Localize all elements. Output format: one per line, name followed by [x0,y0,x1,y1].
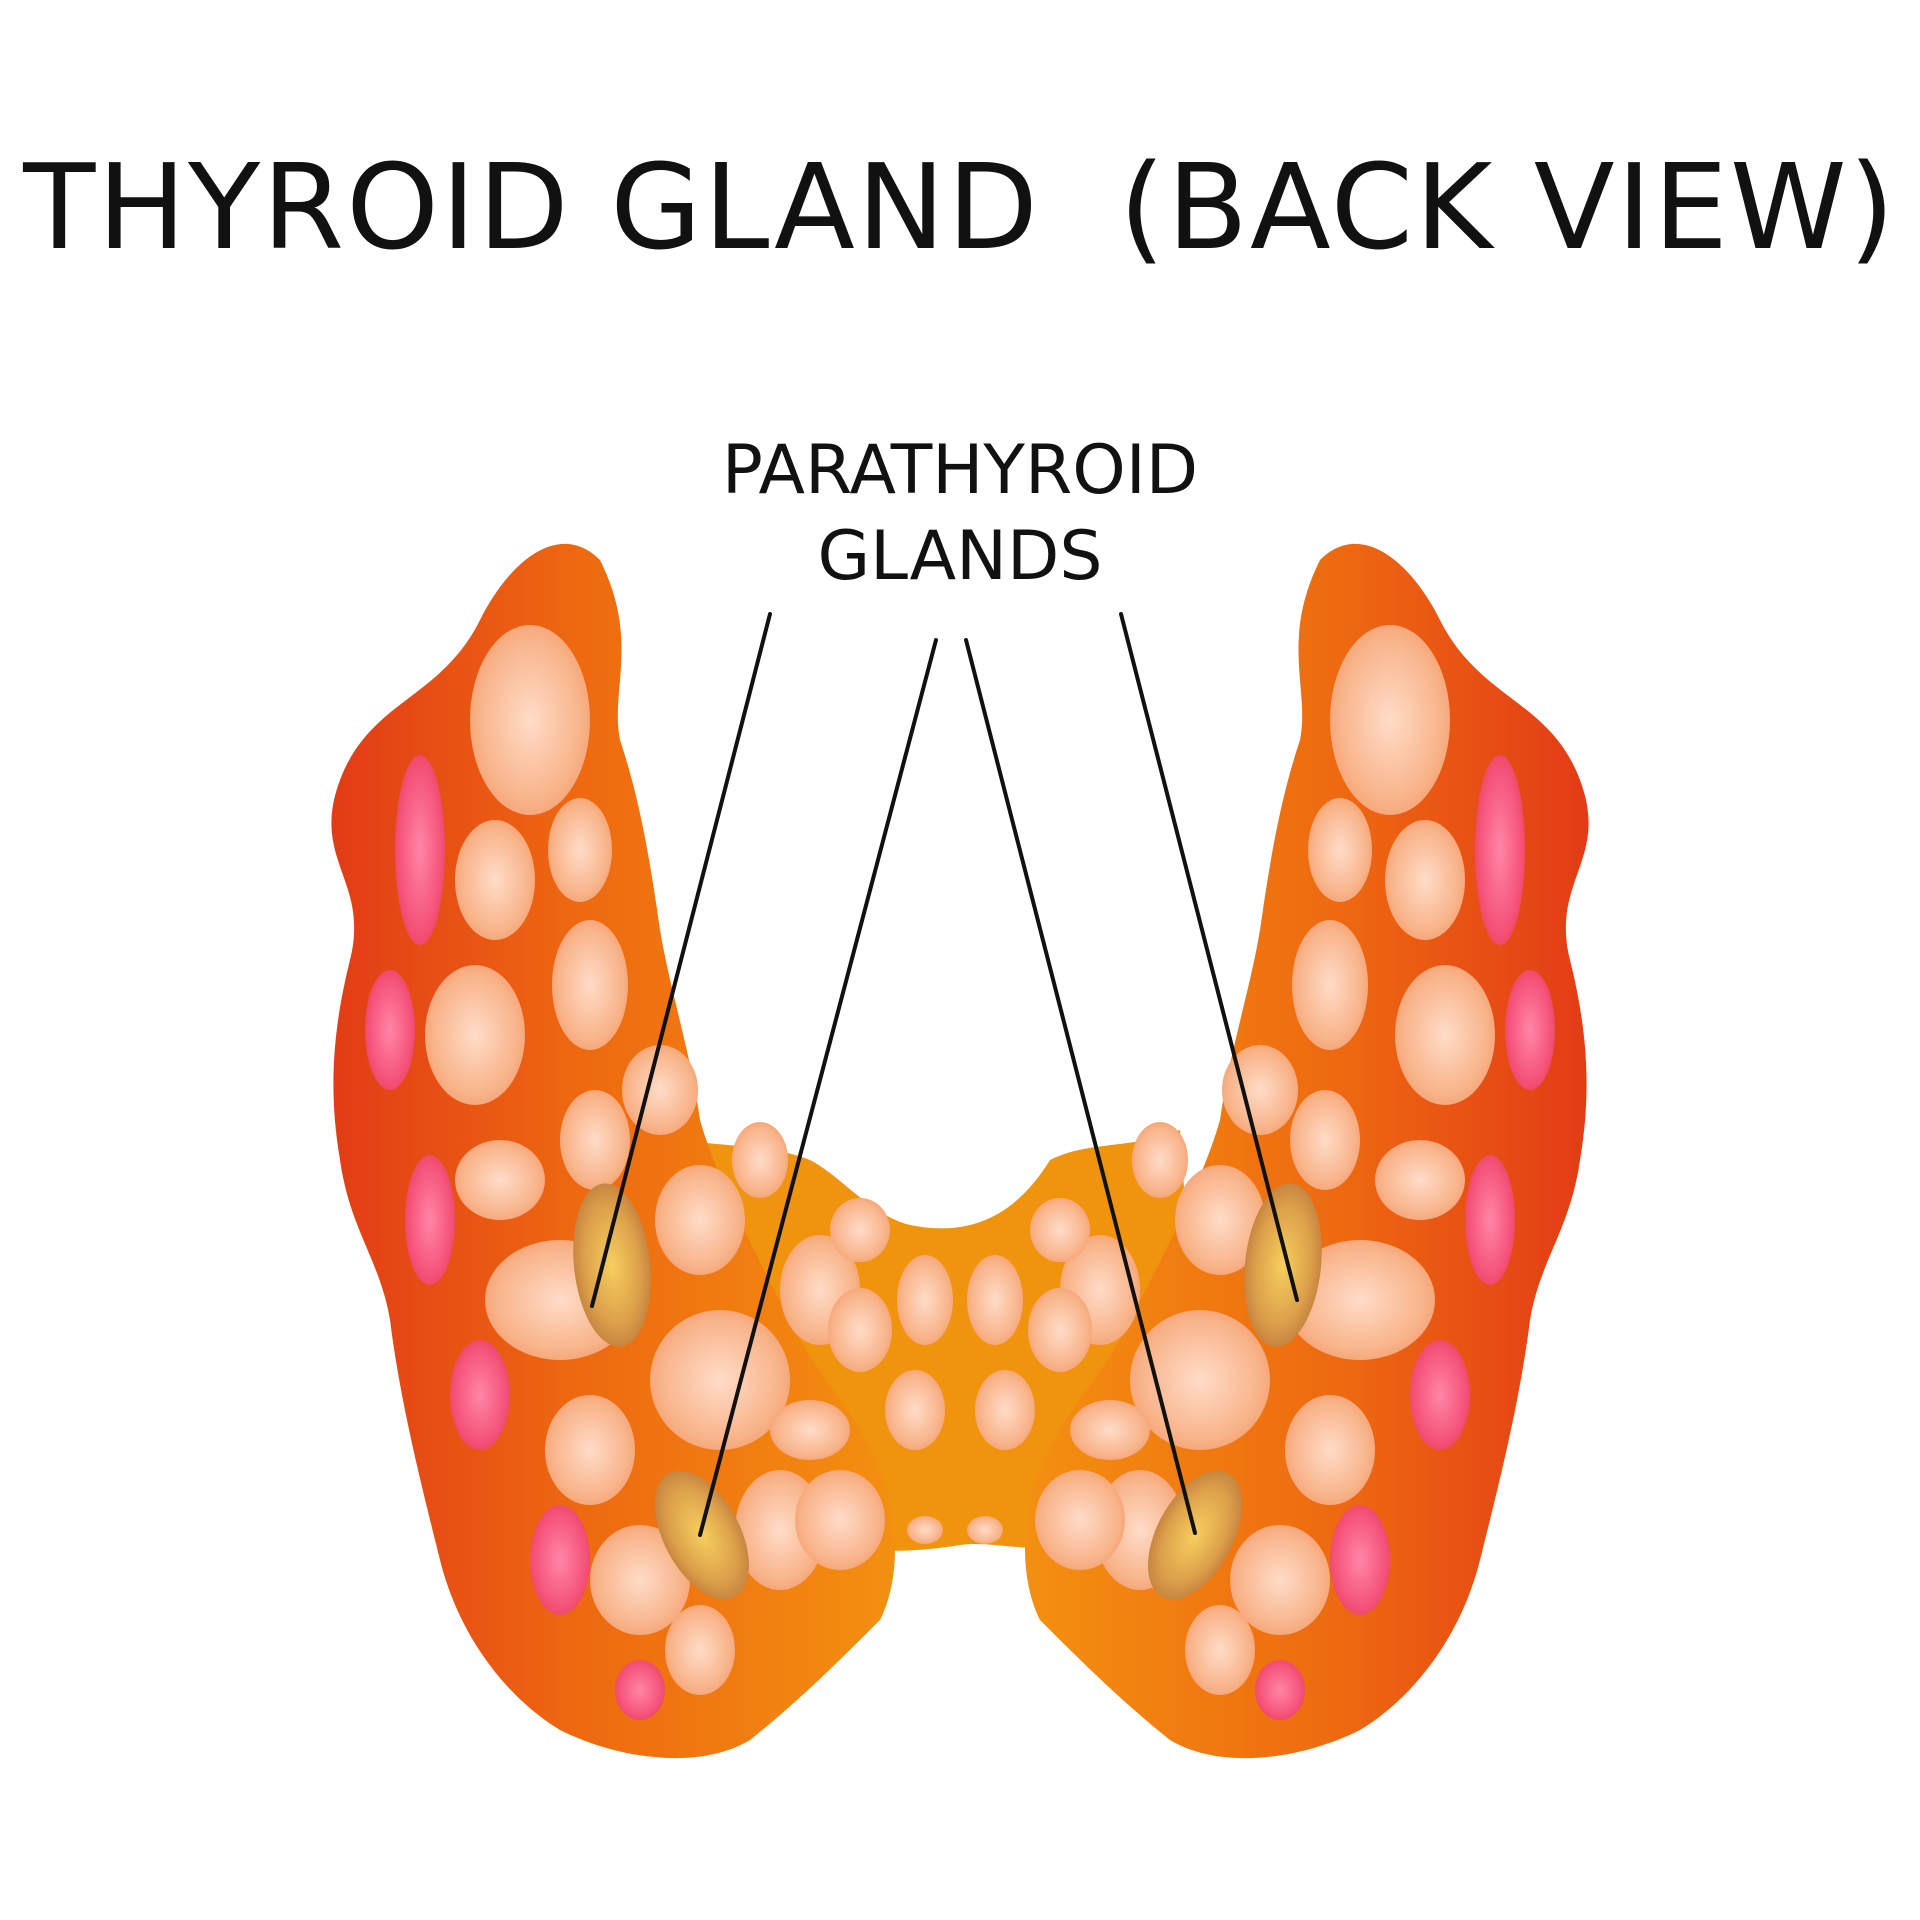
lobule [1285,1395,1375,1505]
page-title: THYROID GLAND (BACK VIEW) [23,138,1897,276]
lobule [470,625,590,815]
lobule [907,1516,943,1544]
lobule [1035,1470,1125,1570]
lobule [1222,1045,1298,1135]
lobule [665,1605,735,1695]
lobule [1395,965,1495,1105]
leader-line [964,638,1197,1535]
lobule [545,1395,635,1505]
lobule [885,1370,945,1450]
lobule [967,1516,1003,1544]
lobule [1230,1525,1330,1635]
lobule [828,1288,892,1372]
hot-lobule [450,1340,510,1450]
lobule [1132,1122,1188,1198]
lobule [830,1198,890,1262]
lobule [1385,820,1465,940]
hot-lobule [1410,1340,1470,1450]
lobule [1130,1310,1270,1450]
lobule [1175,1165,1265,1275]
lobule [655,1165,745,1275]
lobule [1028,1288,1092,1372]
hot-lobule [615,1660,665,1720]
leader-line [590,612,772,1308]
lobule [1290,1090,1360,1190]
lobule [1292,920,1368,1050]
lobule [1070,1400,1150,1460]
parathyroid-lower-right [1148,1470,1242,1600]
lobule [967,1255,1023,1345]
lobule [1308,798,1372,902]
hot-lobule [1475,755,1525,945]
lobule [560,1090,630,1190]
lobule [1375,1140,1465,1220]
lobule [455,820,535,940]
isthmus-lobules [770,1198,1150,1570]
parathyroid-label-line2: GLANDS [817,516,1103,596]
lobule [548,798,612,902]
leader-line [1119,612,1299,1302]
lobule [425,965,525,1105]
lobule [1185,1605,1255,1695]
hot-lobule [1505,970,1555,1090]
lobule [650,1310,790,1450]
leader-lines [590,612,1299,1537]
hot-lobule [365,970,415,1090]
lobule [455,1140,545,1220]
parathyroid-upper-right [1244,1183,1322,1347]
parathyroid-label: PARATHYROID GLANDS [660,428,1260,599]
lobule [1330,625,1450,815]
lobule [770,1400,850,1460]
hot-lobule [405,1155,455,1285]
lobule [795,1470,885,1570]
hot-lobule [1255,1660,1305,1720]
lobule [1030,1198,1090,1262]
lobule [1285,1240,1435,1360]
lobule [975,1370,1035,1450]
lobule [897,1255,953,1345]
parathyroid-label-line1: PARATHYROID [721,431,1199,510]
leader-line [698,638,938,1537]
hot-lobule [395,755,445,945]
hot-lobule [1330,1505,1390,1615]
lobule [552,920,628,1050]
hot-lobule [1465,1155,1515,1285]
lobule [732,1122,788,1198]
lobule [622,1045,698,1135]
hot-lobule [530,1505,590,1615]
lobule [590,1525,690,1635]
